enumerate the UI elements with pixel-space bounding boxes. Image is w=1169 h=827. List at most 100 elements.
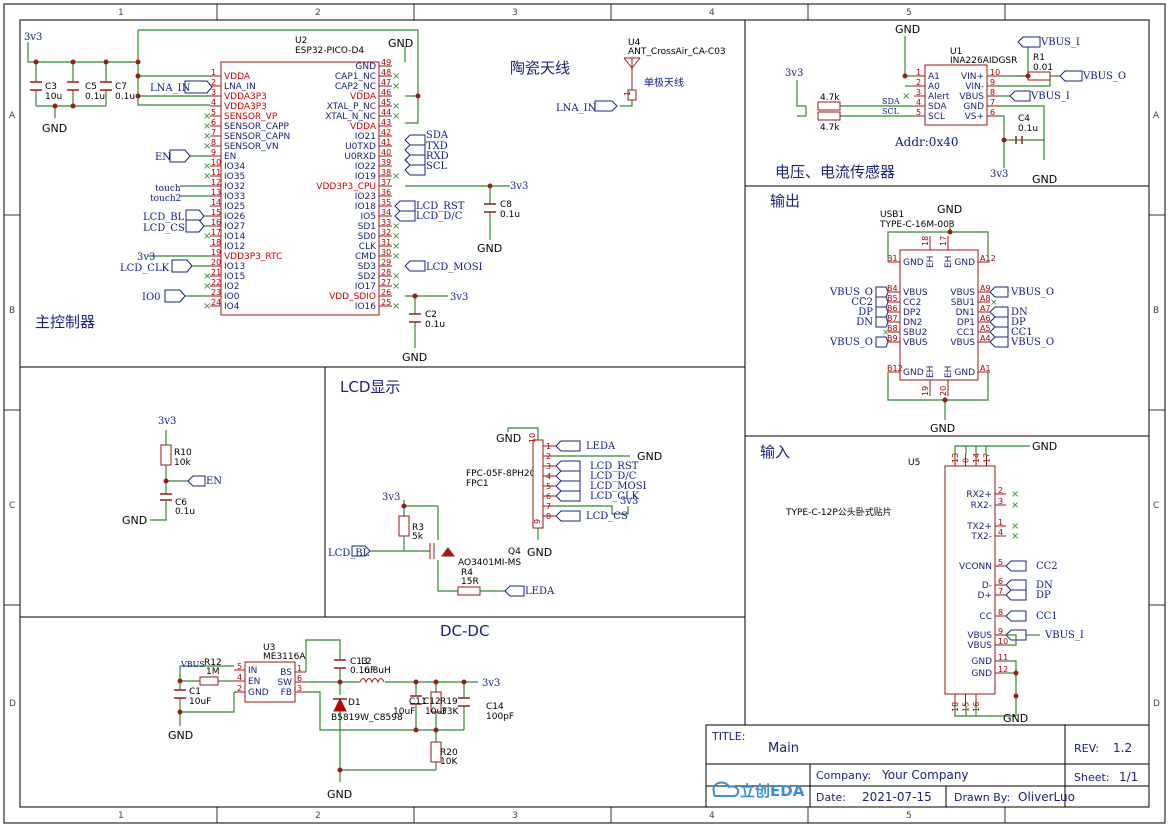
net-io0: IO0 (142, 292, 161, 303)
u2-pin-name: SENSOR_VP (224, 112, 278, 122)
net-rxd: RXD (426, 151, 449, 162)
u2-pin-number: 26 (381, 288, 391, 297)
r19-val: 33K (441, 707, 459, 717)
u1-pin-number: 9 (990, 78, 995, 87)
border-grid (4, 4, 1165, 823)
usb1-pin-number: B8 (887, 324, 898, 333)
usb1-pin-name: EH (926, 366, 936, 378)
c14-ref: C14 (486, 702, 504, 712)
usb1-pin-number: 18 (921, 236, 930, 246)
u3-pin-name: FB (281, 688, 292, 698)
border-col-label: 2 (315, 8, 321, 18)
u5-pin-name: VBUS (967, 631, 992, 641)
u2-pin-name: IO25 (224, 202, 245, 212)
u2-pin-name: IO2 (224, 282, 239, 292)
net-lcd-rst: LCD_RST (416, 201, 465, 212)
u2-pin-name: IO18 (355, 202, 376, 212)
lcd-backlight-circuit: 3v3 R3 5k Q4 AO3401MI-MS R4 15R LEDA LCD… (328, 492, 555, 597)
u5-pin-number: 0 (962, 458, 971, 463)
usb1-body (899, 249, 979, 381)
lcd-v33-2: 3v3 (382, 492, 400, 503)
u1-pin-name: VIN- (965, 82, 984, 92)
u2-pin-number: 16 (211, 218, 221, 227)
border-row-label: B (9, 306, 15, 316)
u5-pin-name: D+ (978, 591, 992, 601)
l2-ref: L2 (361, 657, 372, 667)
r4-ref: R4 (461, 568, 473, 578)
usb1-pin-number: B1 (887, 254, 898, 263)
u5-connector[interactable]: U5 TYPE-C-12P公头卧式贴片 2RX2+×3RX2-×1TX2+×4T… (785, 453, 1084, 712)
nc-marker: × (882, 328, 890, 338)
nc-marker: × (392, 101, 400, 112)
date-value: 2021-07-15 (862, 790, 932, 804)
u2-pin-number: 13 (211, 188, 221, 197)
u2-pin-name: EN (224, 152, 236, 162)
u1-pin-number: 3 (916, 88, 921, 97)
net-lcd-bl: LCD_BL (143, 212, 185, 223)
u1-pin-name: SDA (928, 102, 947, 112)
usb1-pin-name: VBUS (903, 288, 928, 298)
u2-pin-number: 18 (211, 238, 221, 247)
inner-border (19, 19, 1150, 808)
fpc-pin-number: 3 (546, 462, 551, 471)
u2-pin-number: 39 (381, 158, 391, 167)
sensor-wires (796, 36, 1060, 168)
border-row-label: C (9, 501, 15, 511)
r3-ref: R3 (412, 523, 424, 533)
nc-marker: × (203, 161, 211, 172)
net-touch: touch (155, 184, 181, 194)
section-dividers (20, 20, 1149, 807)
logo-text: 立创EDA (740, 782, 805, 800)
usb1-pin-name: EH (944, 366, 954, 378)
fpc-ref: FPC1 (466, 479, 489, 489)
section-title-lcd: LCD显示 (340, 378, 400, 396)
u2-pin-number: 35 (381, 198, 391, 207)
usb1-pin-number: B5 (887, 294, 898, 303)
u2-pin-name: VDDA (350, 92, 377, 102)
dcdc-gnd-2: GND (327, 788, 352, 801)
usb1-pin-number: B4 (887, 284, 898, 293)
u5-part: TYPE-C-12P公头卧式贴片 (785, 506, 892, 518)
fpc-pin-number: 2 (546, 452, 551, 461)
u2-pin-name: IO35 (224, 172, 245, 182)
u3-pin-name: IN (248, 666, 257, 676)
u2-pin-name: IO27 (224, 222, 245, 232)
u2-pin-number: 8 (211, 138, 216, 147)
u2-pin-number: 1 (211, 68, 216, 77)
u2-pin-name: SD1 (358, 222, 376, 232)
rev-value: 1.2 (1113, 741, 1132, 755)
vbus-o-label-1: VBUS_O (1082, 71, 1126, 82)
u3-ref: U3 (263, 643, 275, 653)
usb1-pin-name: GND (903, 368, 924, 378)
u2-pin-name: IO12 (224, 242, 245, 252)
u1-pin-number: 8 (990, 88, 995, 97)
u2-pin-number: 47 (381, 78, 391, 87)
u2-pin-number: 23 (211, 288, 221, 297)
usb1-net-label: CC1 (1011, 327, 1033, 338)
fpc-v33-label: 3v3 (620, 496, 638, 507)
c7-ref: C7 (115, 82, 127, 92)
u2-pin-number: 2 (211, 78, 216, 87)
nc-marker: × (392, 271, 400, 282)
usb1-pin-name: CC1 (957, 328, 975, 338)
lcd-en-label: EN (206, 476, 222, 487)
u2-pin-name: IO14 (224, 232, 245, 242)
usb1-pin-name: DN1 (956, 308, 975, 318)
u2-pin-number: 14 (211, 198, 221, 207)
antenna-u4[interactable]: U4 ANT_CrossAir_CA-C03 单极天线 1 LNA_IN (556, 38, 726, 114)
u1-body (924, 64, 988, 126)
nc-marker: × (203, 231, 211, 242)
u2-body (220, 61, 380, 316)
u4-desc: 单极天线 (644, 76, 684, 89)
dcdc-vbus: VBUS (180, 660, 205, 669)
u2-pin-number: 7 (211, 128, 216, 137)
c3-ref: C3 (45, 82, 57, 92)
u1-pin-number: 7 (990, 98, 995, 107)
fpc-net-label: LCD_D/C (590, 471, 637, 482)
